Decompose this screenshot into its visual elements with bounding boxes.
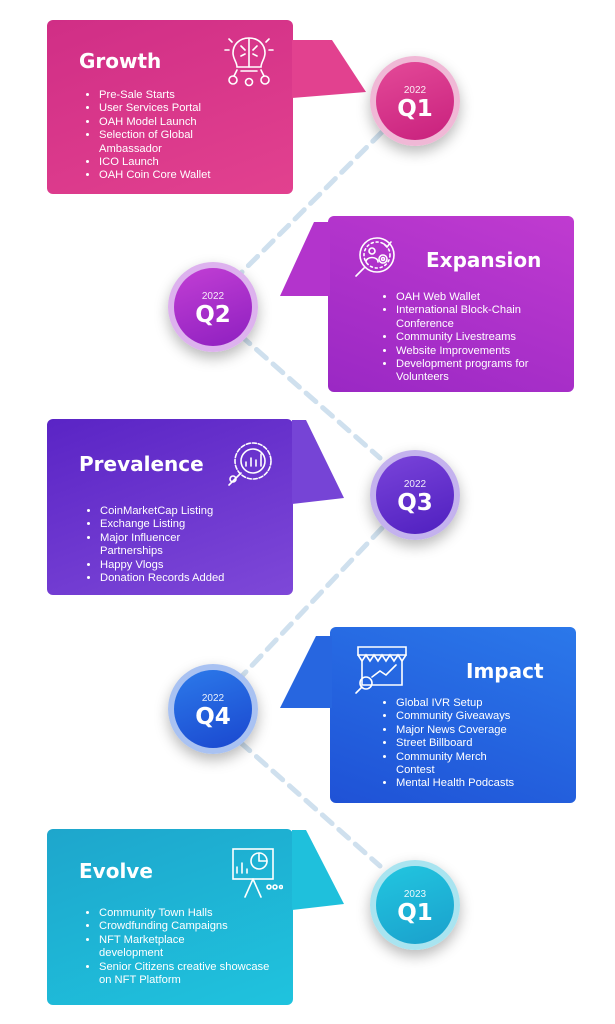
quarter-badge-2022-q1: 2022 Q1 bbox=[370, 56, 460, 146]
list-item: Mental Health Podcasts bbox=[396, 777, 581, 790]
list-item: ICO Launch bbox=[99, 156, 299, 169]
quarter-badge-2022-q3: 2022 Q3 bbox=[370, 450, 460, 540]
list-item: OAH Coin Core Wallet bbox=[99, 169, 299, 182]
list-item: Selection of Global Ambassador bbox=[99, 129, 234, 156]
magnifier-people-gear-icon bbox=[355, 237, 395, 277]
list-item: Community Livestreams bbox=[396, 331, 576, 344]
ai-brain-gears-icon bbox=[224, 37, 274, 87]
badge-year: 2023 bbox=[403, 889, 427, 900]
presentation-board-chart-icon bbox=[232, 848, 283, 898]
milestone-card-growth: Growth Pre-Sale Starts User Services Por… bbox=[47, 20, 293, 194]
list-item: Senior Citizens creative showcase on NFT… bbox=[99, 961, 279, 988]
card-title: Expansion bbox=[426, 248, 542, 272]
list-item: Happy Vlogs bbox=[100, 559, 300, 572]
list-item: Development programs for Volunteers bbox=[396, 358, 556, 385]
quarter-badge-2022-q2: 2022 Q2 bbox=[168, 262, 258, 352]
milestone-card-impact: Impact Global IVR Setup Community Giveaw… bbox=[330, 627, 576, 803]
milestone-items: Global IVR Setup Community Giveaways Maj… bbox=[384, 697, 581, 791]
card-pointer bbox=[292, 40, 366, 98]
list-item: Community Merch Contest bbox=[396, 751, 521, 778]
badge-year: 2022 bbox=[201, 291, 225, 302]
list-item: Donation Records Added bbox=[100, 572, 300, 585]
milestone-card-evolve: Evolve Community Town Halls Crowdfunding… bbox=[47, 829, 293, 1005]
store-chart-magnifier-icon bbox=[355, 646, 407, 694]
badge-quarter: Q2 bbox=[195, 302, 231, 328]
milestone-card-prevalence: Prevalence CoinMarketCap Listing Exchang… bbox=[47, 419, 293, 595]
badge-year: 2022 bbox=[201, 693, 225, 704]
milestone-items: Community Town Halls Crowdfunding Campai… bbox=[87, 907, 299, 987]
card-pointer bbox=[280, 636, 332, 708]
list-item: International Block-Chain Conference bbox=[396, 304, 521, 331]
list-item: CoinMarketCap Listing bbox=[100, 505, 300, 518]
badge-quarter: Q3 bbox=[397, 490, 433, 516]
milestone-items: CoinMarketCap Listing Exchange Listing M… bbox=[88, 505, 300, 585]
badge-quarter: Q1 bbox=[397, 900, 433, 926]
card-title: Growth bbox=[79, 49, 162, 73]
badge-year: 2022 bbox=[403, 479, 427, 490]
badge-quarter: Q4 bbox=[195, 704, 231, 730]
list-item: Crowdfunding Campaigns bbox=[99, 920, 299, 933]
milestone-card-expansion: Expansion OAH Web Wallet International B… bbox=[328, 216, 574, 392]
list-item: NFT Marketplace development bbox=[99, 934, 214, 961]
card-pointer bbox=[280, 222, 330, 296]
milestone-items: OAH Web Wallet International Block-Chain… bbox=[384, 291, 576, 385]
list-item: Website Improvements bbox=[396, 345, 576, 358]
card-pointer bbox=[292, 830, 344, 910]
quarter-badge-2022-q4: 2022 Q4 bbox=[168, 664, 258, 754]
card-pointer bbox=[292, 420, 344, 504]
list-item: OAH Web Wallet bbox=[396, 291, 576, 304]
badge-year: 2022 bbox=[403, 85, 427, 96]
quarter-badge-2023-q1: 2023 Q1 bbox=[370, 860, 460, 950]
card-title: Evolve bbox=[79, 859, 153, 883]
list-item: Community Giveaways bbox=[396, 710, 581, 723]
list-item: Global IVR Setup bbox=[396, 697, 581, 710]
list-item: Major News Coverage bbox=[396, 724, 581, 737]
list-item: User Services Portal bbox=[99, 102, 299, 115]
list-item: Pre-Sale Starts bbox=[99, 89, 299, 102]
magnifier-chart-gear-icon bbox=[228, 442, 272, 486]
list-item: Major Influencer Partnerships bbox=[100, 532, 215, 559]
list-item: Community Town Halls bbox=[99, 907, 299, 920]
list-item: Exchange Listing bbox=[100, 518, 300, 531]
list-item: OAH Model Launch bbox=[99, 116, 299, 129]
milestone-items: Pre-Sale Starts User Services Portal OAH… bbox=[87, 89, 299, 183]
list-item: Street Billboard bbox=[396, 737, 581, 750]
card-title: Prevalence bbox=[79, 452, 204, 476]
card-title: Impact bbox=[466, 659, 544, 683]
badge-quarter: Q1 bbox=[397, 96, 433, 122]
